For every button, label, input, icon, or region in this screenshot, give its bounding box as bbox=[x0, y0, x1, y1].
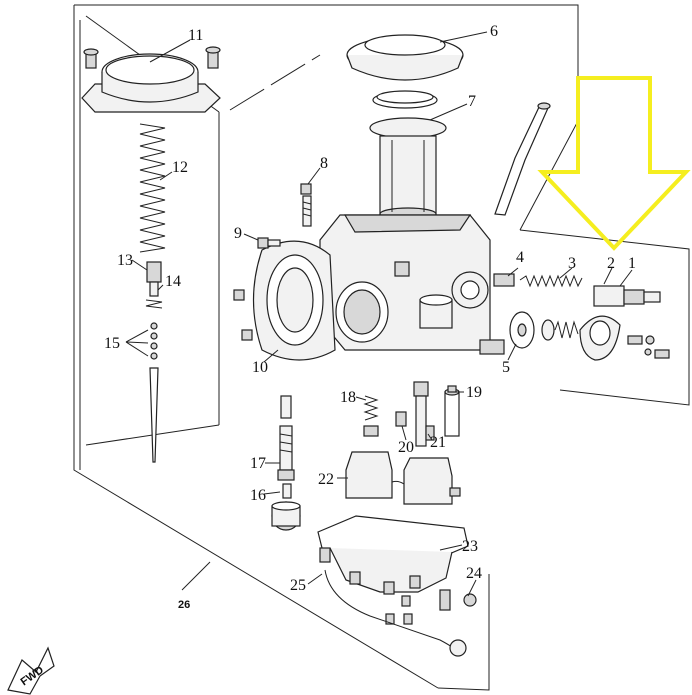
assembly-callout-26: 26 bbox=[178, 599, 190, 611]
callout-1: 1 bbox=[628, 255, 636, 272]
callout-16: 16 bbox=[250, 487, 266, 504]
callout-labels: 1 2 3 4 5 6 7 8 9 10 11 12 13 14 15 16 1… bbox=[104, 23, 636, 611]
part-needle-5 bbox=[509, 311, 670, 361]
part-main-spring bbox=[139, 123, 166, 253]
leader-lines bbox=[125, 31, 633, 597]
part-main-jet-assembly bbox=[271, 395, 301, 531]
callout-15: 15 bbox=[104, 335, 120, 352]
part-bolt-9 bbox=[233, 237, 281, 341]
highlight-arrow-icon bbox=[537, 76, 691, 251]
callout-17: 17 bbox=[250, 455, 266, 472]
fwd-indicator: FWD bbox=[7, 646, 55, 695]
callout-8: 8 bbox=[320, 155, 328, 172]
part-piston-slide bbox=[369, 117, 447, 221]
callout-24: 24 bbox=[466, 565, 482, 582]
callout-19: 19 bbox=[466, 384, 482, 401]
part-float-parts bbox=[363, 381, 460, 447]
callout-21: 21 bbox=[430, 434, 446, 451]
callout-5: 5 bbox=[502, 359, 510, 376]
callout-23: 23 bbox=[462, 538, 478, 555]
part-float bbox=[345, 451, 461, 505]
callout-20: 20 bbox=[398, 439, 414, 456]
part-screw-8 bbox=[300, 183, 312, 227]
callout-6: 6 bbox=[490, 23, 498, 40]
callout-12: 12 bbox=[172, 159, 188, 176]
part-carburetor-body bbox=[252, 214, 505, 361]
callout-22: 22 bbox=[318, 471, 334, 488]
callout-18: 18 bbox=[340, 389, 356, 406]
callout-25: 25 bbox=[290, 577, 306, 594]
part-float-bowl bbox=[317, 515, 469, 625]
callout-7: 7 bbox=[468, 93, 476, 110]
callout-11: 11 bbox=[188, 27, 203, 44]
part-diaphragm bbox=[346, 34, 464, 109]
callout-10: 10 bbox=[252, 359, 268, 376]
part-drain-hose bbox=[319, 547, 477, 657]
part-needle-assembly bbox=[145, 261, 163, 463]
callout-2: 2 bbox=[607, 255, 615, 272]
part-idle-screw-assembly bbox=[493, 273, 661, 307]
callout-4: 4 bbox=[516, 249, 524, 266]
part-top-cap bbox=[81, 46, 221, 113]
callout-3: 3 bbox=[568, 255, 576, 272]
callout-14: 14 bbox=[165, 273, 181, 290]
callout-13: 13 bbox=[117, 252, 133, 269]
callout-9: 9 bbox=[234, 225, 242, 242]
part-vent-tube bbox=[494, 102, 551, 216]
